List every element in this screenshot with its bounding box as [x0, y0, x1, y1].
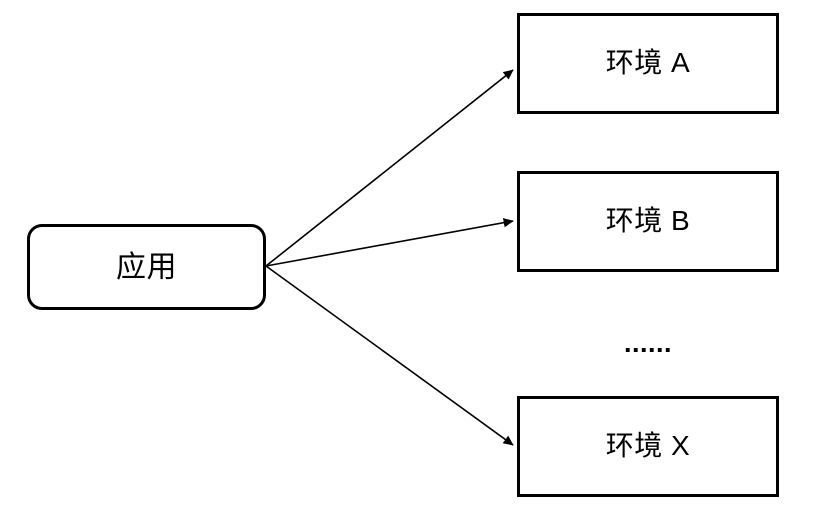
ellipsis-label: ......: [623, 327, 672, 358]
ellipsis-more-environments: ......: [590, 324, 706, 362]
node-application-label: 应用: [116, 250, 177, 284]
node-env-a[interactable]: 环境 A: [517, 13, 779, 114]
node-env-x-label: 环境 X: [605, 430, 691, 462]
connector-application-to-env-a: [265, 69, 514, 267]
node-env-b-label: 环境 B: [605, 205, 691, 237]
connector-application-to-env-b: [265, 218, 514, 267]
node-application[interactable]: 应用: [27, 224, 266, 310]
connector-application-to-env-x: [265, 265, 514, 446]
node-env-x[interactable]: 环境 X: [517, 396, 779, 497]
node-env-a-label: 环境 A: [605, 47, 691, 79]
node-env-b[interactable]: 环境 B: [517, 171, 779, 272]
